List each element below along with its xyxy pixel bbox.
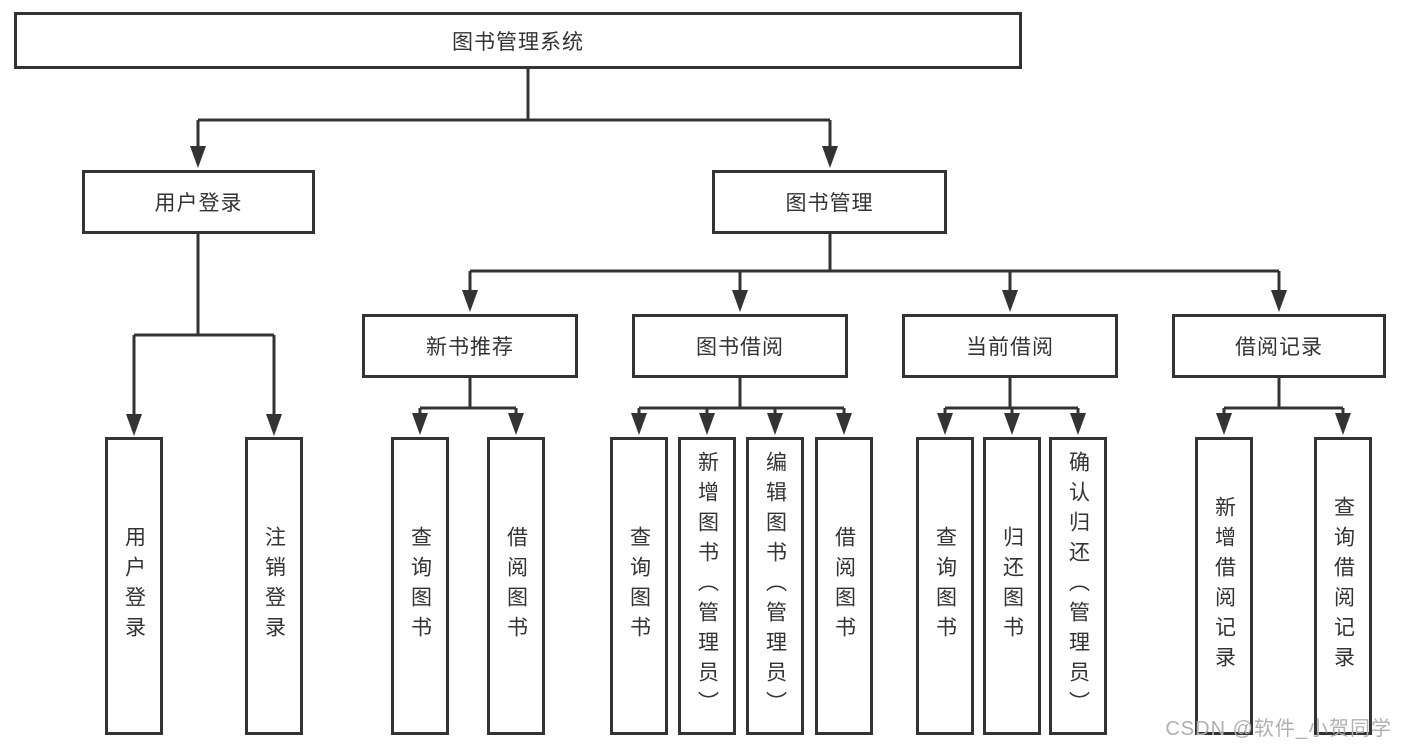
- node-user-login: 用户登录: [82, 170, 315, 234]
- leaf-bb-add-book-admin: 新增图书（管理员）: [678, 437, 736, 735]
- leaf-nb-borrow-book: 借阅图书: [487, 437, 545, 735]
- leaf-user-login: 用户登录: [105, 437, 163, 735]
- node-book-borrow: 图书借阅: [632, 314, 848, 378]
- arrowheads: [126, 146, 1351, 436]
- leaf-bb-query-book: 查询图书: [610, 437, 668, 735]
- leaf-cb-query-book: 查询图书: [916, 437, 974, 735]
- leaf-cb-return-book: 归还图书: [983, 437, 1041, 735]
- leaf-cb-confirm-return-admin: 确认归还（管理员）: [1049, 437, 1107, 735]
- node-new-book-recommend: 新书推荐: [362, 314, 578, 378]
- leaf-bb-edit-book-admin: 编辑图书（管理员）: [746, 437, 804, 735]
- node-root-library-system: 图书管理系统: [14, 12, 1022, 69]
- node-current-borrow: 当前借阅: [902, 314, 1118, 378]
- leaf-logout-login: 注销登录: [245, 437, 303, 735]
- leaf-nb-query-book: 查询图书: [391, 437, 449, 735]
- node-borrow-record: 借阅记录: [1172, 314, 1386, 378]
- csdn-watermark: CSDN @软件_小贺同学: [1165, 718, 1392, 740]
- leaf-bb-borrow-book: 借阅图书: [815, 437, 873, 735]
- leaf-br-query-record: 查询借阅记录: [1314, 437, 1372, 735]
- node-book-management: 图书管理: [712, 170, 947, 234]
- leaf-br-add-record: 新增借阅记录: [1195, 437, 1253, 735]
